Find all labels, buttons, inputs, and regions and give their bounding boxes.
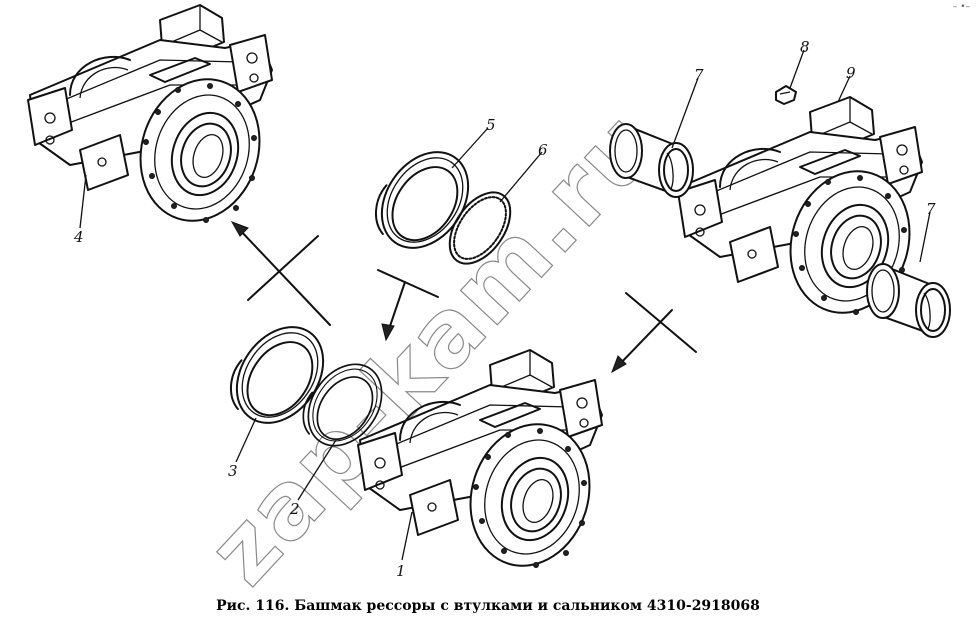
callout-8: 8 [800, 38, 810, 56]
corner-mark: – •– [952, 2, 970, 12]
callouts: 4 1 2 3 5 6 7 7 8 9 [73, 38, 936, 580]
figure-caption: Рис. 116. Башмак рессоры с втулками и са… [216, 598, 760, 614]
assembly-arrows [230, 221, 697, 374]
shoe-part-4 [27, 4, 279, 238]
callout-7-upper: 7 [694, 66, 704, 84]
leader-lines [79, 49, 931, 561]
callout-1: 1 [396, 562, 406, 580]
callout-5: 5 [486, 116, 496, 134]
callout-4: 4 [73, 228, 84, 246]
plug-part-8 [775, 85, 797, 105]
callout-6: 6 [538, 141, 548, 159]
bushing-part-7-lower [866, 263, 951, 338]
ring-part-6 [448, 191, 512, 265]
callout-2: 2 [289, 500, 300, 518]
callout-3: 3 [228, 462, 238, 480]
callout-7-lower: 7 [926, 200, 936, 218]
callout-9: 9 [846, 64, 856, 82]
